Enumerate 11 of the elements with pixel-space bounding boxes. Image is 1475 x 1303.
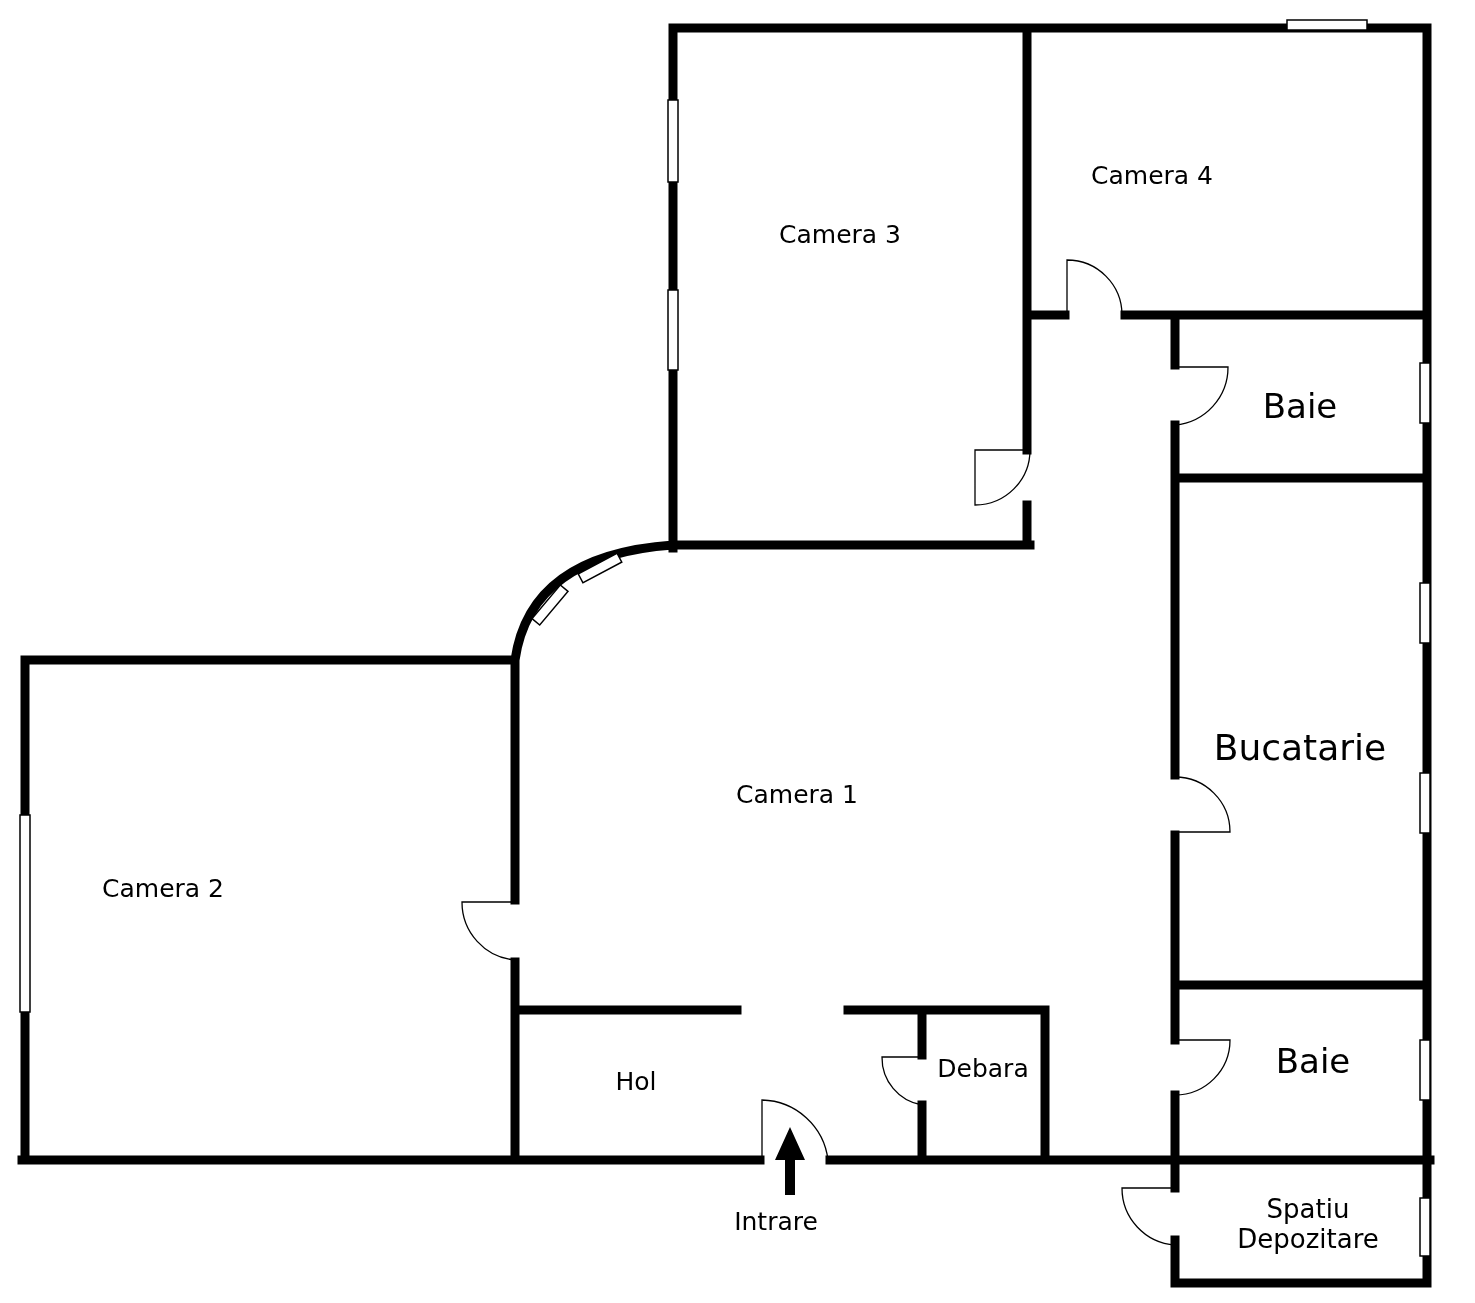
room-label: Camera 1 [736,780,858,810]
room-label: Debara [937,1054,1029,1084]
room-label: Baie [1262,387,1338,427]
entrance-label: Intrare [734,1207,818,1237]
room-label: Camera 3 [779,220,901,250]
room-label: Camera 4 [1091,161,1213,191]
room-label: Hol [615,1067,657,1097]
room-label: Baie [1275,1042,1351,1082]
room-label: Camera 2 [102,874,224,904]
room-label: Bucatarie [1213,727,1387,769]
room-label: Spatiu Depozitare [1213,1195,1403,1255]
